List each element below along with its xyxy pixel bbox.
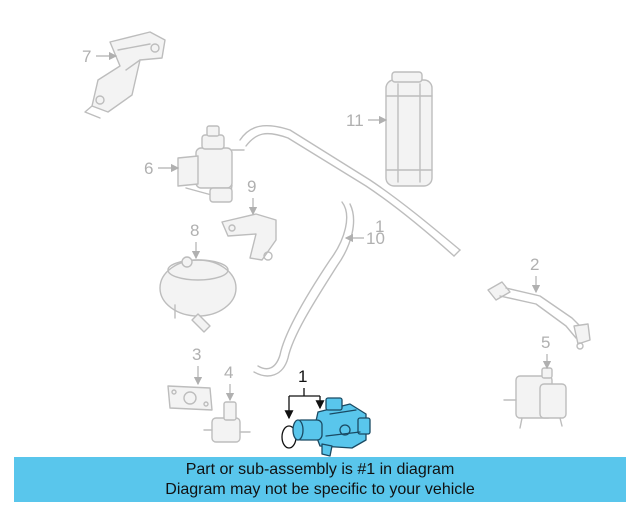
callout-6: 6 [144,159,153,178]
vacuum-tube [239,124,461,257]
part-8-reservoir [159,256,237,333]
part-11-canister [385,71,433,187]
banner-line-1: Part or sub-assembly is #1 in diagram [185,461,455,478]
callout-8: 8 [190,221,199,240]
part-7-bracket [84,31,166,119]
callout-1: 1 [298,367,307,386]
callout-9: 9 [247,177,256,196]
callout-3: 3 [192,345,201,364]
banner-line-2: Diagram may not be specific to your vehi… [165,481,475,498]
part-9-bracket [221,213,277,261]
callout-7: 7 [82,47,91,66]
part-4-sensor [203,401,251,443]
callout-5: 5 [541,333,550,352]
part-2-pipe [487,281,591,350]
callout-10: 10 [366,229,385,248]
part-1-thermostat-housing[interactable] [292,397,371,457]
callout-1-leader [284,388,325,420]
callout-1-small: 1 [375,217,384,236]
callout-11: 11 [346,111,364,130]
callout-4: 4 [224,363,233,382]
part-6-solenoid [177,125,245,203]
info-banner: Part or sub-assembly is #1 in diagram Di… [14,457,626,502]
part-5-valve [503,367,567,429]
callout-2: 2 [530,255,539,274]
part-3-gasket [167,385,213,411]
